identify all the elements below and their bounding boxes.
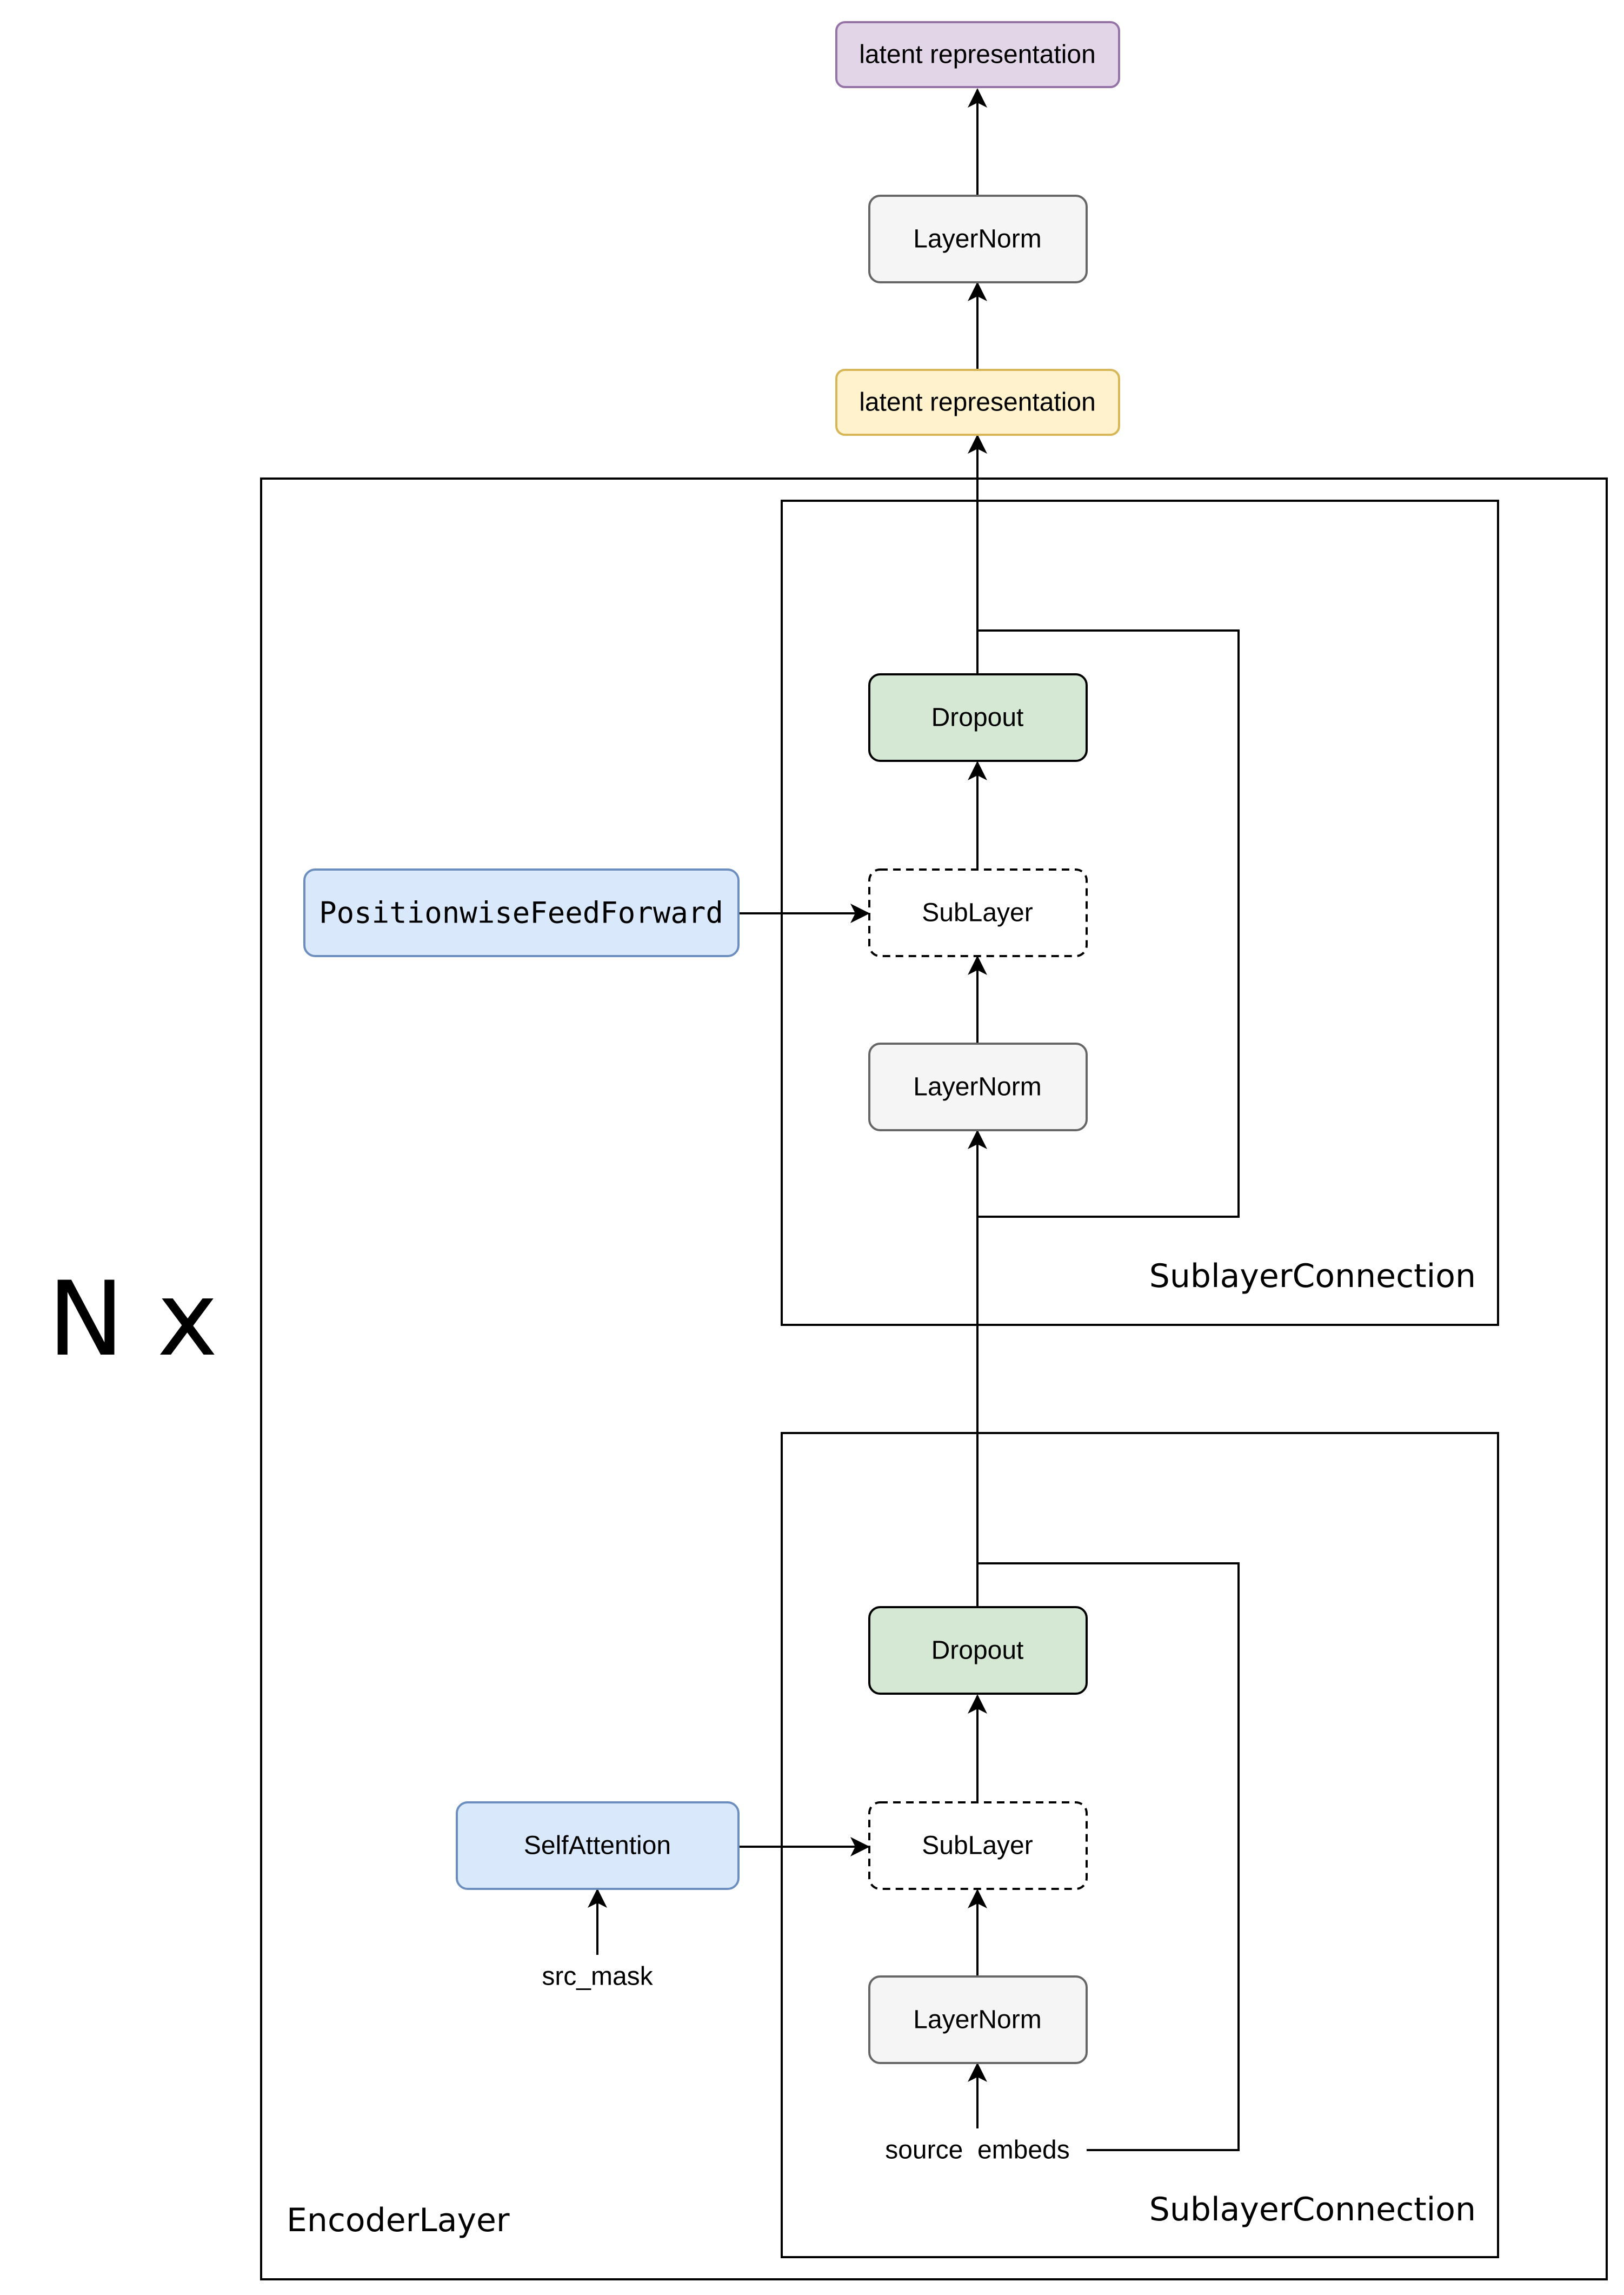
layernorm-upper-label: LayerNorm <box>913 1073 1041 1102</box>
dropout-lower-node: Dropout <box>868 1606 1088 1695</box>
sublayer-connection-lower-frame <box>781 1432 1499 2258</box>
dropout-upper-label: Dropout <box>931 704 1024 732</box>
self-attention-node: SelfAttention <box>456 1801 740 1890</box>
final-layernorm-label: LayerNorm <box>913 225 1041 254</box>
final-layernorm-node: LayerNorm <box>868 195 1088 283</box>
edge-residual-lower <box>977 1562 1240 2151</box>
dropout-upper-node: Dropout <box>868 673 1088 762</box>
latent-top-node: latent representation <box>835 21 1120 88</box>
sublayer-connection-lower-label: SublayerConnection <box>1149 2191 1476 2228</box>
sublayer-upper-node: SubLayer <box>868 868 1088 957</box>
repeat-label: N x <box>48 1259 218 1379</box>
sublayer-upper-label: SubLayer <box>922 899 1033 927</box>
self-attention-label: SelfAttention <box>524 1832 671 1860</box>
layernorm-upper-node: LayerNorm <box>868 1043 1088 1131</box>
src-mask-label: src_mask <box>542 1962 653 1991</box>
encoder-layer-label: EncoderLayer <box>287 2201 510 2239</box>
dropout-lower-label: Dropout <box>931 1636 1024 1665</box>
edge-residual-upper <box>977 629 1240 1218</box>
latent-top-label: latent representation <box>859 41 1096 69</box>
encoder-layer-frame <box>260 477 1608 2280</box>
source-embeds-label: source embeds <box>885 2136 1070 2165</box>
sublayer-lower-label: SubLayer <box>922 1832 1033 1860</box>
layernorm-lower-node: LayerNorm <box>868 1975 1088 2064</box>
ffn-label: PositionwiseFeedForward <box>319 896 723 930</box>
layernorm-lower-label: LayerNorm <box>913 2006 1041 2034</box>
sublayer-connection-upper-label: SublayerConnection <box>1149 1257 1476 1295</box>
latent-mid-label: latent representation <box>859 388 1096 417</box>
latent-mid-node: latent representation <box>835 369 1120 436</box>
ffn-node: PositionwiseFeedForward <box>303 868 740 957</box>
sublayer-lower-node: SubLayer <box>868 1801 1088 1890</box>
